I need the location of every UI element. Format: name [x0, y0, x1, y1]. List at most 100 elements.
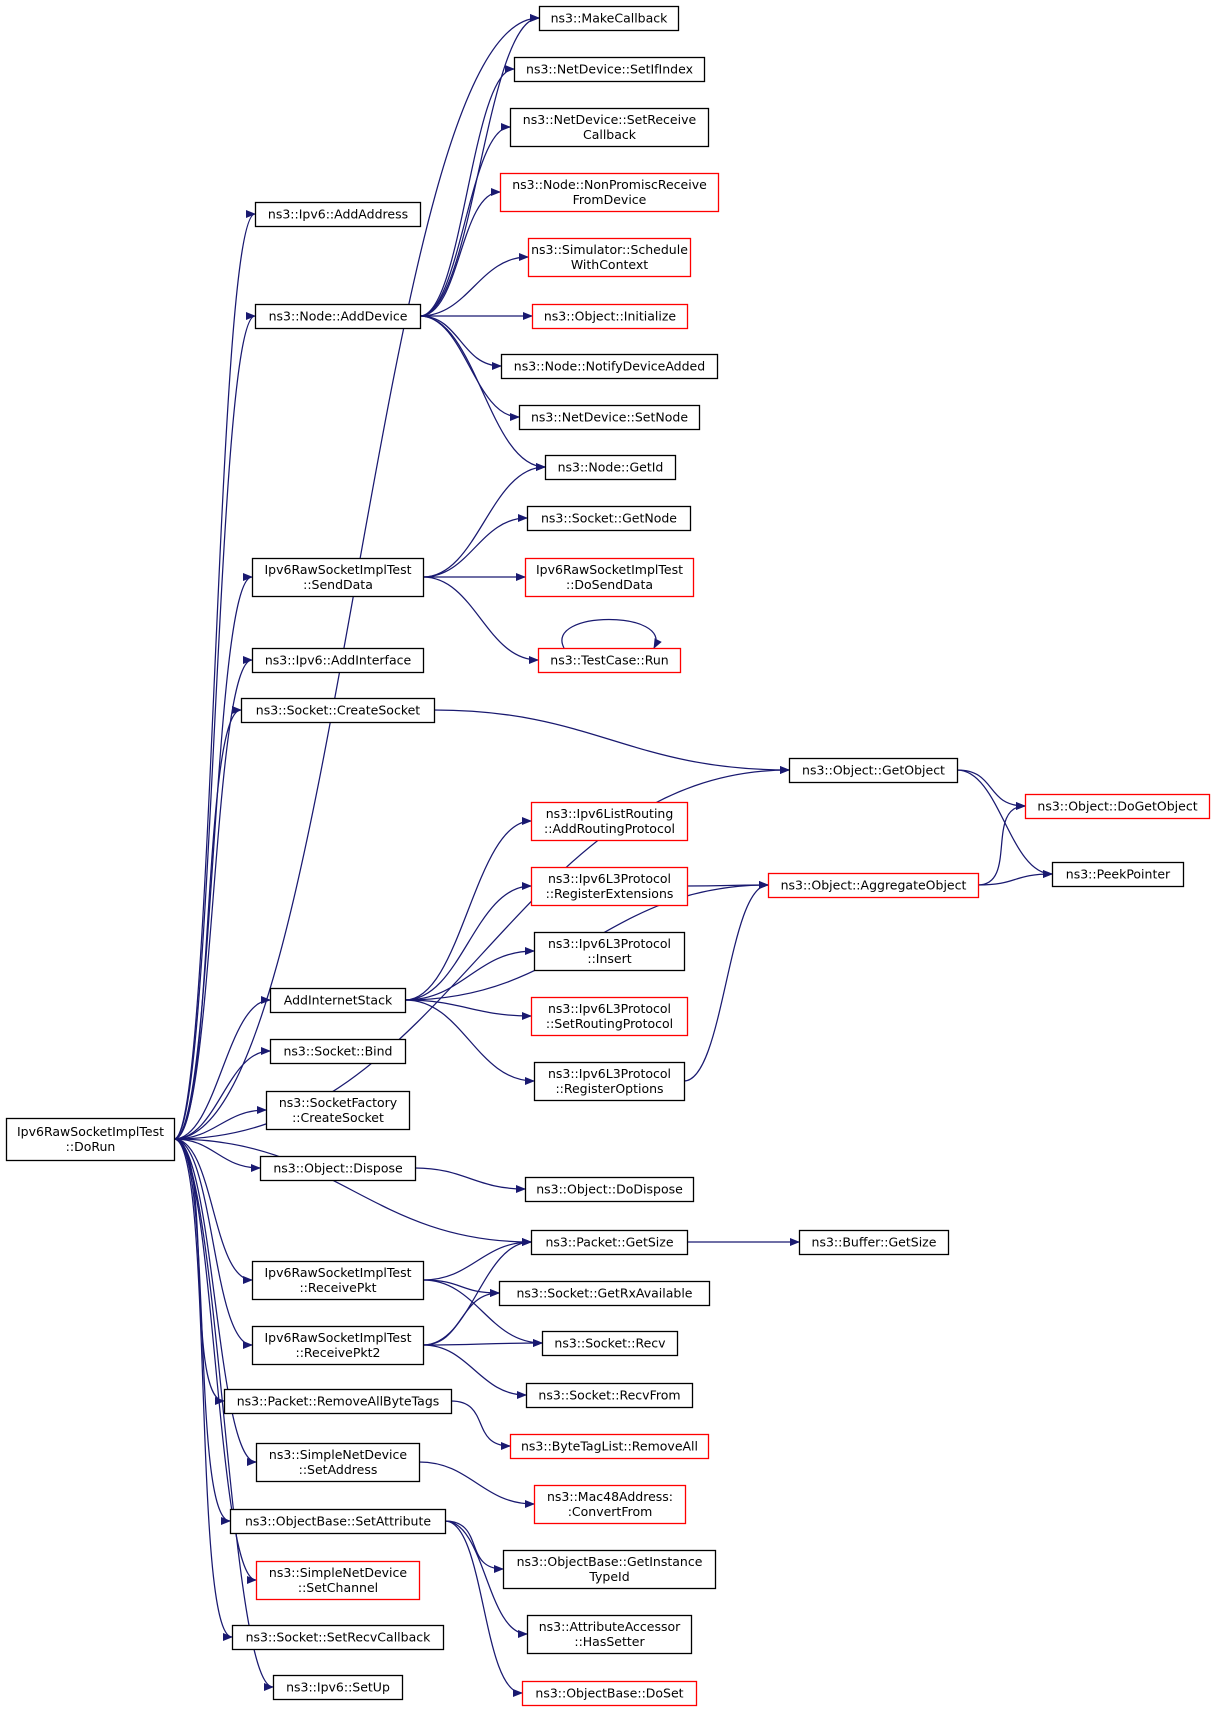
- node-root[interactable]: Ipv6RawSocketImplTest::DoRun: [5, 1117, 176, 1162]
- node-l3insert[interactable]: ns3::Ipv6L3Protocol::Insert: [533, 931, 686, 972]
- node-getrxavailable[interactable]: ns3::Socket::GetRxAvailable: [498, 1280, 711, 1307]
- node-receivepkt2[interactable]: Ipv6RawSocketImplTest::ReceivePkt2: [251, 1325, 425, 1366]
- node-receivepkt[interactable]: Ipv6RawSocketImplTest::ReceivePkt: [251, 1260, 425, 1301]
- node-label: ::DoRun: [66, 1139, 116, 1154]
- node-box: [509, 107, 710, 148]
- node-box: [1024, 793, 1211, 820]
- edge-receivepkt2-to-packetgetsize: [422, 1238, 532, 1346]
- node-label: ns3::Socket::Recv: [554, 1336, 666, 1351]
- edge-objectdispose-to-objectdodispose: [414, 1167, 526, 1193]
- node-label: ns3::Simulator::Schedule: [531, 242, 688, 257]
- edge-root-to-socketcreatesocket: [173, 706, 242, 1140]
- node-socketbind[interactable]: ns3::Socket::Bind: [269, 1038, 407, 1065]
- node-removeallbytetags[interactable]: ns3::Packet::RemoveAllByteTags: [223, 1388, 453, 1415]
- node-label: ::RegisterOptions: [555, 1081, 663, 1096]
- node-makecallback[interactable]: ns3::MakeCallback: [538, 5, 680, 32]
- edge-root-to-senddata: [173, 573, 253, 1140]
- node-addinternetstack[interactable]: AddInternetStack: [269, 987, 407, 1014]
- edge-receivepkt2-to-socketrecv: [422, 1339, 543, 1348]
- node-nodegetid[interactable]: ns3::Node::GetId: [544, 454, 677, 481]
- edge-root-to-packetgetsize: [173, 1138, 532, 1246]
- edge-objectbasesetattribute-to-objectbasedoset: [444, 1520, 523, 1697]
- node-box: [255, 1442, 421, 1483]
- edge-root-to-setrecvcallback: [173, 1138, 233, 1641]
- node-box: [526, 1614, 693, 1655]
- node-box: [265, 1090, 411, 1131]
- node-packetgetsize[interactable]: ns3::Packet::GetSize: [530, 1229, 689, 1256]
- node-box: [537, 647, 682, 674]
- node-label: ::HasSetter: [574, 1634, 645, 1649]
- node-box: [251, 557, 425, 598]
- node-objectbasesetattribute[interactable]: ns3::ObjectBase::SetAttribute: [229, 1508, 447, 1535]
- node-socketrecvfrom[interactable]: ns3::Socket::RecvFrom: [525, 1382, 694, 1409]
- node-registeroptions[interactable]: ns3::Ipv6L3Protocol::RegisterOptions: [533, 1061, 686, 1102]
- node-objectdispose[interactable]: ns3::Object::Dispose: [259, 1155, 417, 1182]
- node-objectgetobject[interactable]: ns3::Object::GetObject: [788, 757, 959, 784]
- node-box: [251, 1325, 425, 1366]
- edge-root-to-objectbasesetattribute: [173, 1138, 231, 1525]
- node-box: [254, 303, 422, 330]
- node-box: [527, 237, 692, 278]
- node-aggregateobject[interactable]: ns3::Object::AggregateObject: [767, 872, 980, 899]
- node-ipv6setup[interactable]: ns3::Ipv6::SetUp: [272, 1674, 404, 1701]
- node-nodeadddevice[interactable]: ns3::Node::AddDevice: [254, 303, 422, 330]
- node-simplenetdevicesetaddress[interactable]: ns3::SimpleNetDevice::SetAddress: [255, 1442, 421, 1483]
- node-objectdogetobject[interactable]: ns3::Object::DoGetObject: [1024, 793, 1211, 820]
- node-senddata[interactable]: Ipv6RawSocketImplTest::SendData: [251, 557, 425, 598]
- node-box: [533, 931, 686, 972]
- node-socketgetnode[interactable]: ns3::Socket::GetNode: [526, 505, 692, 532]
- node-label: ::Insert: [587, 951, 631, 966]
- node-mac48convertfrom[interactable]: ns3::Mac48Address::ConvertFrom: [533, 1484, 687, 1525]
- edge-nodeadddevice-to-setifindex: [419, 65, 515, 317]
- node-setifindex[interactable]: ns3::NetDevice::SetIfIndex: [513, 56, 706, 83]
- node-dosenddata[interactable]: Ipv6RawSocketImplTest::DoSendData: [524, 557, 695, 598]
- node-bytetaglistremoveall[interactable]: ns3::ByteTagList::RemoveAll: [509, 1433, 710, 1460]
- edge-nodeadddevice-to-nonpromisc: [419, 188, 501, 317]
- node-label: FromDevice: [573, 192, 647, 207]
- node-label: ns3::Packet::GetSize: [545, 1235, 673, 1250]
- node-label: ns3::Ipv6::AddInterface: [265, 653, 412, 668]
- node-label: ns3::SimpleNetDevice: [269, 1565, 407, 1580]
- node-buffergetsize[interactable]: ns3::Buffer::GetSize: [798, 1229, 950, 1256]
- node-setroutingprotocol[interactable]: ns3::Ipv6L3Protocol::SetRoutingProtocol: [530, 996, 689, 1037]
- node-box: [526, 505, 692, 532]
- node-addroutingprotocol[interactable]: ns3::Ipv6ListRouting::AddRoutingProtocol: [530, 801, 689, 842]
- node-objectdodispose[interactable]: ns3::Object::DoDispose: [524, 1176, 695, 1203]
- node-box: [533, 1061, 686, 1102]
- node-peekpointer[interactable]: ns3::PeekPointer: [1051, 861, 1185, 888]
- edge-nodeadddevice-to-notifydeviceadded: [419, 315, 502, 370]
- node-socketrecv[interactable]: ns3::Socket::Recv: [541, 1330, 679, 1357]
- node-label: ns3::Socket::RecvFrom: [538, 1388, 680, 1403]
- node-box: [269, 1038, 407, 1065]
- node-setrecvcallback[interactable]: ns3::Socket::SetRecvCallback: [231, 1624, 445, 1651]
- node-socketcreatesocket[interactable]: ns3::Socket::CreateSocket: [240, 697, 436, 724]
- node-notifydeviceadded[interactable]: ns3::Node::NotifyDeviceAdded: [500, 353, 719, 380]
- node-label: ns3::Socket::Bind: [284, 1044, 393, 1059]
- node-label: ::ReceivePkt: [299, 1280, 376, 1295]
- node-box: [259, 1155, 417, 1182]
- node-box: [500, 353, 719, 380]
- node-label: ns3::Ipv6L3Protocol: [548, 871, 671, 886]
- node-label: ::SetAddress: [299, 1462, 378, 1477]
- node-label: ns3::Mac48Address:: [547, 1489, 673, 1504]
- edge-root-to-socketfactorycreate: [173, 1106, 267, 1140]
- node-label: Ipv6RawSocketImplTest: [536, 562, 683, 577]
- node-socketfactorycreate[interactable]: ns3::SocketFactory::CreateSocket: [265, 1090, 411, 1131]
- node-registerextensions[interactable]: ns3::Ipv6L3Protocol::RegisterExtensions: [530, 866, 689, 907]
- edge-addinternetstack-to-l3insert: [404, 947, 535, 1001]
- node-testcaserun[interactable]: ns3::TestCase::Run: [537, 647, 682, 674]
- node-simplenetdevicesetchannel[interactable]: ns3::SimpleNetDevice::SetChannel: [255, 1560, 421, 1601]
- node-ipv6addinterface[interactable]: ns3::Ipv6::AddInterface: [251, 647, 425, 674]
- node-hassetter[interactable]: ns3::AttributeAccessor::HasSetter: [526, 1614, 693, 1655]
- edge-root-to-ipv6setup: [173, 1138, 274, 1691]
- node-label: ns3::NetDevice::SetNode: [531, 410, 688, 425]
- node-objectinitialize[interactable]: ns3::Object::Initialize: [531, 303, 689, 330]
- node-netdevicesetnode[interactable]: ns3::NetDevice::SetNode: [518, 404, 701, 431]
- node-objectbasedoset[interactable]: ns3::ObjectBase::DoSet: [521, 1680, 698, 1707]
- node-ipv6addaddress[interactable]: ns3::Ipv6::AddAddress: [254, 201, 422, 228]
